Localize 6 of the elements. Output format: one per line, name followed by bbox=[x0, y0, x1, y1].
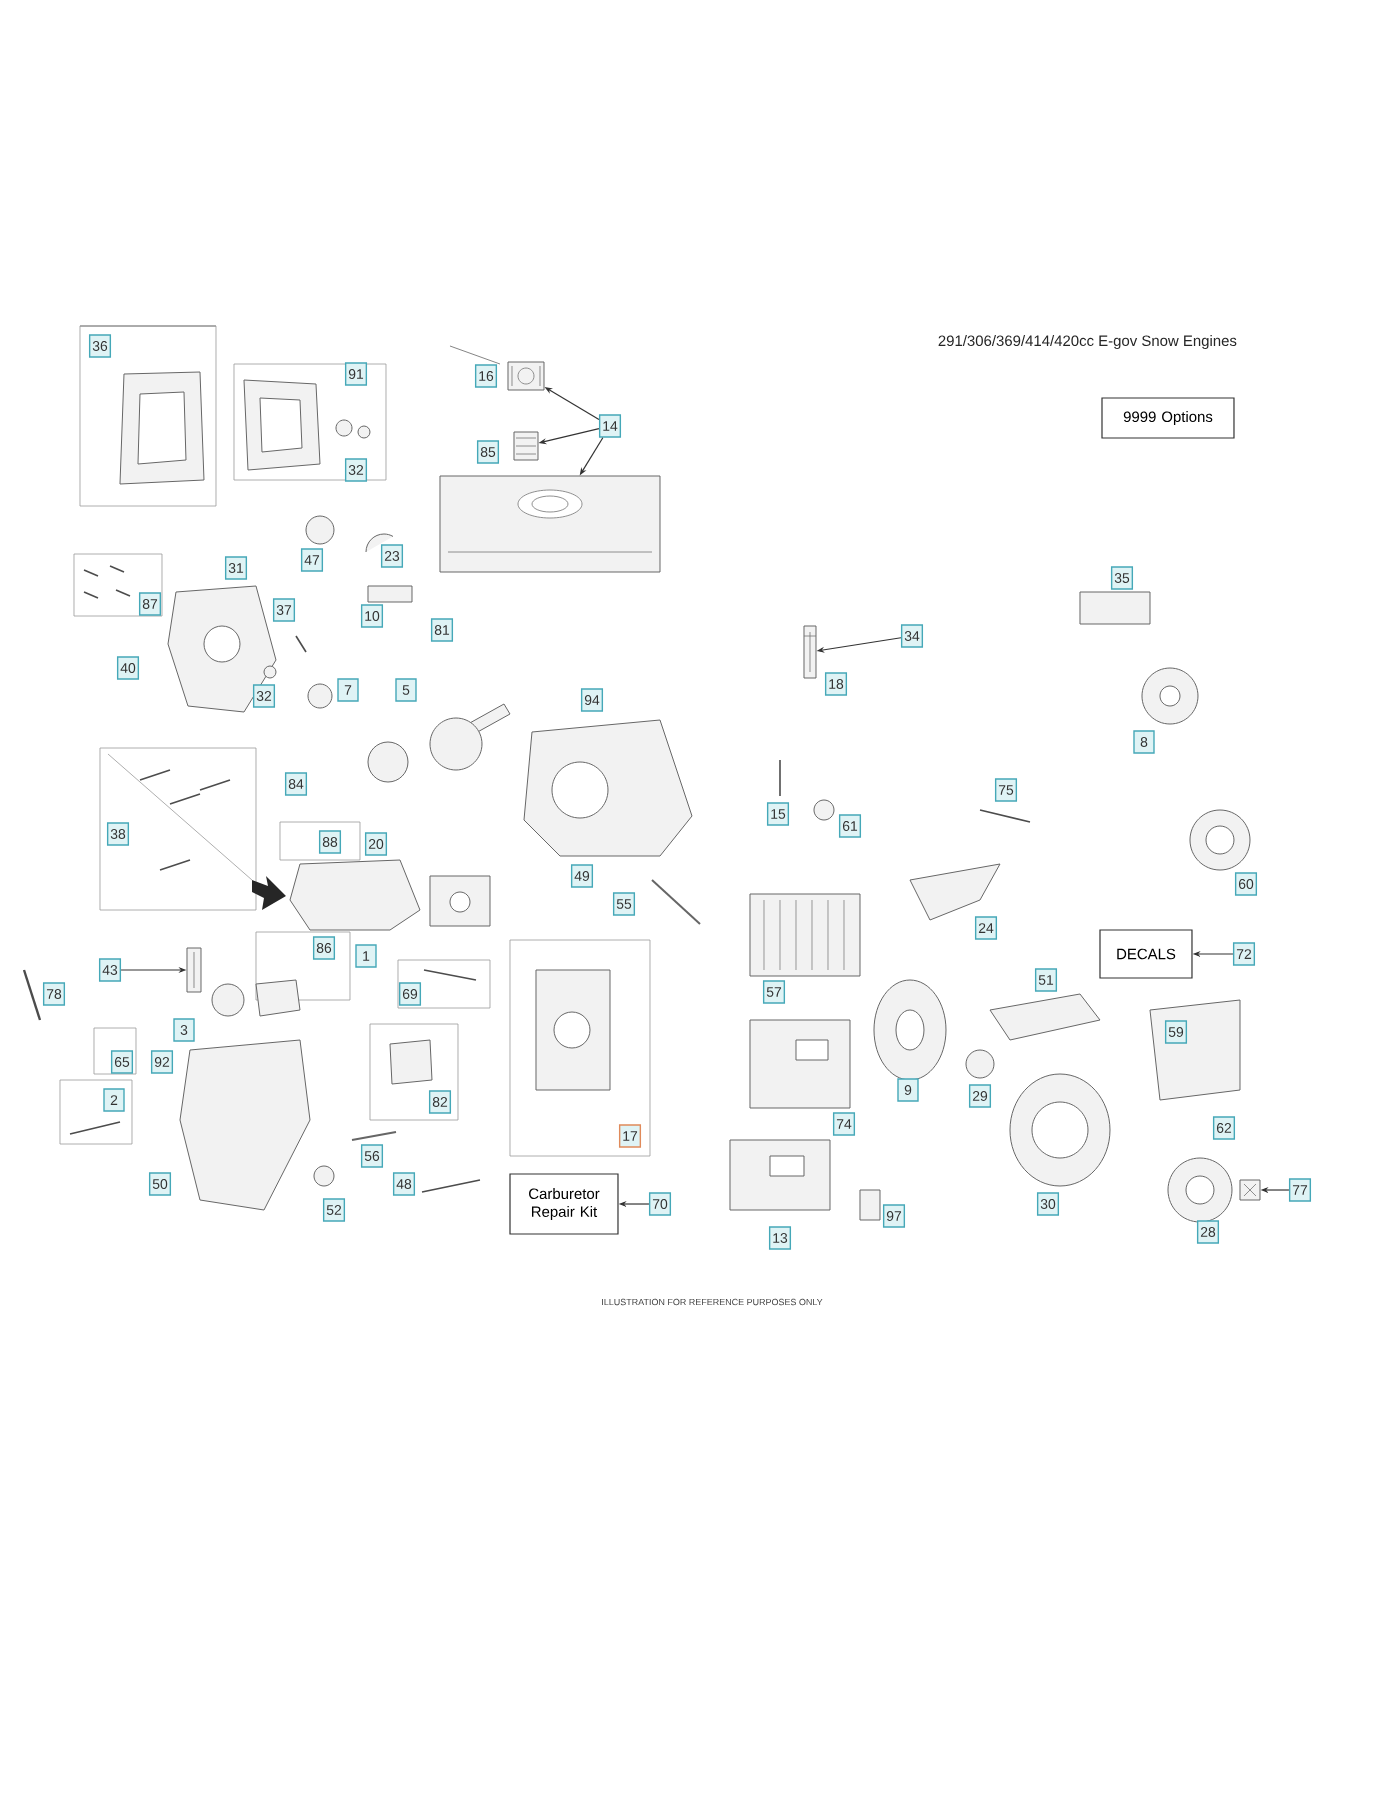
tube-drawing bbox=[186, 947, 202, 993]
fuel-filter-drawing bbox=[513, 431, 539, 461]
fuel-tank-drawing bbox=[439, 475, 661, 573]
wire-drawing bbox=[803, 625, 817, 679]
fuel-cap-drawing bbox=[507, 361, 545, 391]
decal-drawing bbox=[1239, 1179, 1261, 1201]
